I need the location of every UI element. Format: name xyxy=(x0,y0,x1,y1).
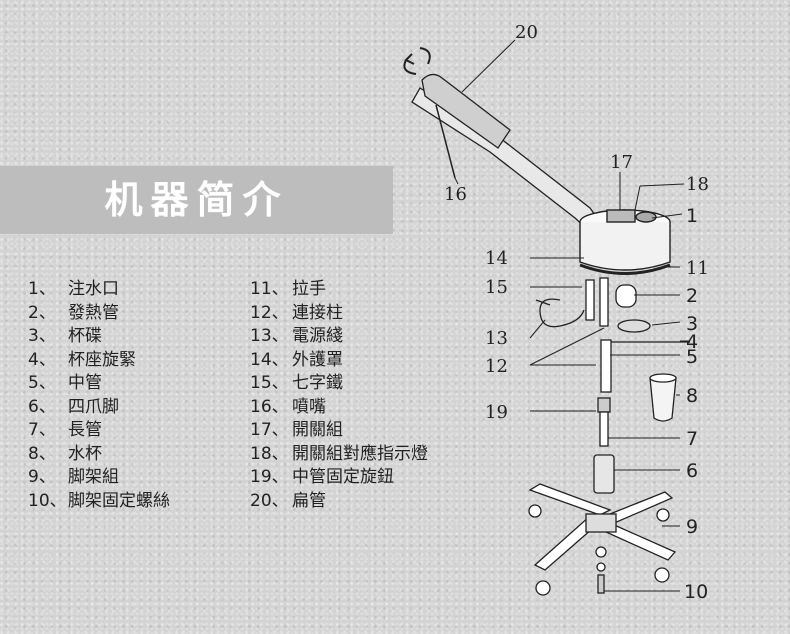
callout-7: 7 xyxy=(686,428,698,450)
legend-number: 10、 xyxy=(28,490,67,511)
legend-item: 10、脚架固定螺絲 xyxy=(28,490,170,514)
legend-number: 19、 xyxy=(250,467,289,487)
legend-number: 4、 xyxy=(28,349,56,370)
legend-number: 20、 xyxy=(250,490,289,511)
screw xyxy=(595,546,607,594)
legend-item: 9、脚架組 xyxy=(28,466,170,490)
heater-body xyxy=(579,209,671,275)
legend-number: 16、 xyxy=(250,396,289,417)
callout-6: 6 xyxy=(686,460,698,482)
legend-left: 1、注水口 2、發熱管 3、杯碟 4、杯座旋緊 5、中管 6、四爪脚 7、長管 … xyxy=(28,278,170,513)
page-title: 机器简介 xyxy=(104,178,289,222)
nozzle xyxy=(435,104,456,179)
legend-item: 1、注水口 xyxy=(28,278,170,302)
legend-label: 拉手 xyxy=(292,279,326,299)
callout-1: 1 xyxy=(686,205,698,227)
legend-number: 11、 xyxy=(250,279,289,299)
callout-14: 14 xyxy=(485,248,508,269)
legend-label: 扁管 xyxy=(292,490,326,511)
legend-number: 5、 xyxy=(28,373,56,393)
legend-number: 15、 xyxy=(250,373,289,393)
legend-label: 長管 xyxy=(68,420,102,440)
legend-number: 13、 xyxy=(250,326,289,346)
legend-label: 電源綫 xyxy=(292,326,343,346)
legend-item: 4、杯座旋緊 xyxy=(28,349,170,373)
legend-item: 6、四爪脚 xyxy=(28,396,170,420)
legend-number: 6、 xyxy=(28,396,56,417)
legend-label: 杯座旋緊 xyxy=(68,349,136,370)
callout-15: 15 xyxy=(485,277,508,298)
legend-item: 18、開關組對應指示燈 xyxy=(250,443,428,467)
flat-tube xyxy=(411,73,601,231)
callout-12: 12 xyxy=(485,356,508,377)
legend-label: 水杯 xyxy=(68,443,102,464)
callout-9: 9 xyxy=(686,516,698,538)
legend-number: 14、 xyxy=(250,349,289,370)
legend-number: 3、 xyxy=(28,326,56,346)
legend-label: 中管 xyxy=(68,373,102,393)
legend-number: 18、 xyxy=(250,443,289,464)
legend-item: 16、噴嘴 xyxy=(250,396,428,420)
legend-number: 12、 xyxy=(250,302,289,323)
legend-number: 17、 xyxy=(250,420,289,440)
legend-item: 2、發熱管 xyxy=(28,302,170,326)
legend-label: 開關組 xyxy=(292,420,343,440)
legend-item: 20、扁管 xyxy=(250,490,428,514)
legend-number: 1、 xyxy=(28,279,56,299)
legend-item: 17、開關組 xyxy=(250,419,428,443)
callout-10: 10 xyxy=(684,581,708,603)
legend-item: 8、水杯 xyxy=(28,443,170,467)
legend-label: 七字鐵 xyxy=(292,373,343,393)
legend-label: 四爪脚 xyxy=(68,396,119,417)
water-cup xyxy=(649,373,677,422)
power-cable xyxy=(535,298,585,328)
callout-3: 3 xyxy=(686,313,698,335)
legend-label: 連接柱 xyxy=(292,302,343,323)
legend-item: 12、連接柱 xyxy=(250,302,428,326)
callout-2: 2 xyxy=(686,285,698,307)
callout-11: 11 xyxy=(686,258,709,279)
legend-item: 7、長管 xyxy=(28,419,170,443)
callout-4: 4 xyxy=(686,331,698,353)
legend-item: 3、杯碟 xyxy=(28,325,170,349)
callout-16: 16 xyxy=(444,184,467,205)
legend-right: 11、拉手 12、連接柱 13、電源綫 14、外護罩 15、七字鐵 16、噴嘴 … xyxy=(250,278,428,513)
pipes xyxy=(593,397,615,494)
callout-5: 5 xyxy=(686,346,698,368)
legend-label: 發熱管 xyxy=(68,302,119,323)
callout-19: 19 xyxy=(485,402,508,423)
legend-item: 11、拉手 xyxy=(250,278,428,302)
legend-label: 注水口 xyxy=(68,279,119,299)
legend-label: 外護罩 xyxy=(292,349,343,370)
callout-8: 8 xyxy=(686,385,698,407)
legend-label: 脚架固定螺絲 xyxy=(68,490,170,511)
legend-number: 8、 xyxy=(28,443,56,464)
base-frame xyxy=(528,483,677,596)
legend-item: 14、外護罩 xyxy=(250,349,428,373)
legend-label: 開關組對應指示燈 xyxy=(292,443,428,464)
internal-parts xyxy=(585,277,690,393)
legend-label: 噴嘴 xyxy=(292,396,326,417)
callout-13: 13 xyxy=(485,328,508,349)
legend-item: 5、中管 xyxy=(28,372,170,396)
legend-label: 杯碟 xyxy=(68,326,102,346)
title-band xyxy=(0,166,393,234)
legend-number: 9、 xyxy=(28,467,56,487)
legend-item: 19、中管固定旋鈕 xyxy=(250,466,428,490)
legend-number: 7、 xyxy=(28,420,56,440)
callout-20: 20 xyxy=(515,22,538,43)
legend-label: 脚架組 xyxy=(68,467,119,487)
callout-17: 17 xyxy=(610,152,633,173)
legend-number: 2、 xyxy=(28,302,56,323)
rotate-arrow-icon xyxy=(403,47,431,75)
callout-18: 18 xyxy=(686,174,709,195)
leader-lines xyxy=(454,39,690,592)
legend-label: 中管固定旋鈕 xyxy=(292,467,394,487)
legend-item: 15、七字鐵 xyxy=(250,372,428,396)
legend-item: 13、電源綫 xyxy=(250,325,428,349)
